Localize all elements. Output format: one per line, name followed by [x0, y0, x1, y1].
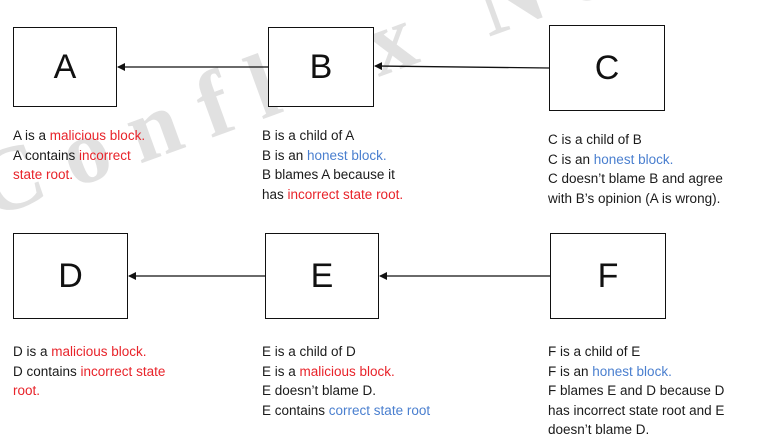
- description-line: has incorrect state root and E: [548, 402, 725, 418]
- description-a: A is a malicious block. A contains incor…: [13, 126, 145, 185]
- block-b: B: [268, 27, 374, 107]
- description-line: doesn’t blame D.: [548, 422, 650, 437]
- description-line: A contains incorrect: [13, 147, 131, 163]
- block-d: D: [13, 233, 128, 319]
- description-line: B blames A because it: [262, 167, 395, 182]
- block-b-label: B: [309, 47, 333, 86]
- description-line: has incorrect state root.: [262, 186, 404, 202]
- description-line: D contains incorrect state: [13, 363, 166, 379]
- description-line: D is a malicious block.: [13, 344, 147, 359]
- description-line: E contains correct state root: [262, 402, 431, 418]
- description-b: B is a child of A B is an honest block. …: [262, 126, 403, 204]
- block-d-label: D: [58, 256, 83, 295]
- description-line: C is an honest block.: [548, 151, 674, 167]
- description-line: with B’s opinion (A is wrong).: [548, 190, 721, 206]
- description-line: A is a malicious block.: [13, 128, 146, 143]
- description-line: E is a child of D: [262, 344, 356, 359]
- description-line: B is a child of A: [262, 128, 355, 143]
- description-line: F is a child of E: [548, 344, 641, 359]
- block-c: C: [549, 25, 665, 111]
- block-e: E: [265, 233, 379, 319]
- description-d: D is a malicious block. D contains incor…: [13, 342, 165, 401]
- description-line: state root.: [13, 167, 74, 182]
- description-line: root.: [13, 383, 41, 398]
- description-c: C is a child of B C is an honest block. …: [548, 130, 723, 208]
- description-line: F is an honest block.: [548, 363, 672, 379]
- description-line: F blames E and D because D: [548, 383, 725, 398]
- block-a: A: [13, 27, 117, 107]
- block-e-label: E: [310, 256, 334, 295]
- block-c-label: C: [594, 48, 620, 87]
- block-f-label: F: [597, 256, 619, 295]
- description-line: C is a child of B: [548, 132, 642, 147]
- arrow-c-to-b: [374, 62, 550, 71]
- description-line: E doesn’t blame D.: [262, 383, 377, 398]
- description-line: C doesn’t blame B and agree: [548, 171, 723, 186]
- block-a-label: A: [53, 47, 77, 86]
- block-f: F: [550, 233, 666, 319]
- description-e: E is a child of D E is a malicious block…: [262, 342, 430, 420]
- description-f: F is a child of E F is an honest block. …: [548, 342, 724, 440]
- description-line: E is a malicious block.: [262, 363, 395, 379]
- description-line: B is an honest block.: [262, 147, 387, 163]
